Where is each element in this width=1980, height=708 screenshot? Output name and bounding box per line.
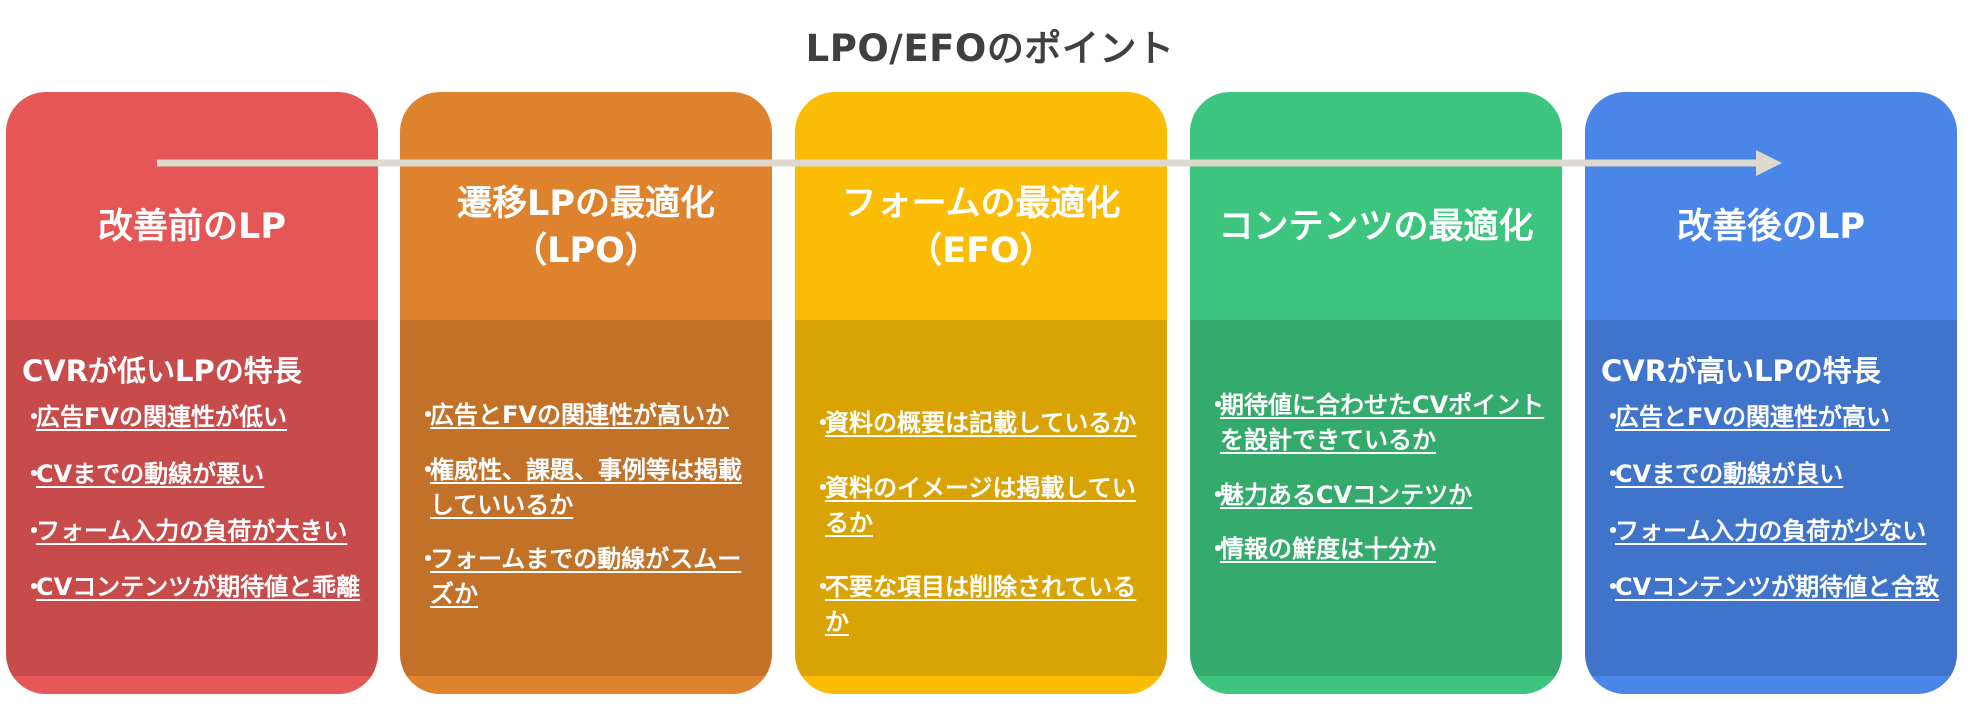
- list-item: ・資料の概要は記載しているか: [811, 406, 1157, 441]
- list-item: ・CVコンテンツが期待値と合致: [1601, 570, 1947, 605]
- column-before-lp: 改善前のLP CVRが低いLPの特長 ・広告FVの関連性が低い ・CVまでの動線…: [6, 92, 378, 694]
- column-body: ・広告とFVの関連性が高いか ・権威性、課題、事例等は掲載していいるか ・フォー…: [400, 320, 772, 676]
- bullet: ・: [22, 459, 46, 488]
- list-item-text[interactable]: 広告FVの関連性が低い: [36, 403, 287, 431]
- bullet: ・: [22, 516, 46, 545]
- column-heading-line: 改善後のLP: [1677, 207, 1865, 248]
- list-item: ・フォーム入力の負荷が大きい: [22, 514, 368, 549]
- column-contents: コンテンツの最適化 ・期待値に合わせたCVポイントを設計できているか ・魅力ある…: [1190, 92, 1562, 694]
- column-heading: コンテンツの最適化: [1190, 92, 1562, 320]
- bullet: ・: [1601, 403, 1625, 431]
- list-item-text[interactable]: 不要な項目は削除されているか: [825, 573, 1137, 637]
- list-item: ・広告FVの関連性が低い: [22, 400, 368, 435]
- list-item: ・フォーム入力の負荷が少ない: [1601, 514, 1947, 549]
- page-title: LPO/EFOのポイント: [805, 27, 1175, 70]
- column-heading: 改善前のLP: [6, 92, 378, 320]
- content-band: [795, 320, 1167, 676]
- bullet: ・: [1206, 480, 1230, 509]
- bullet: ・: [811, 409, 835, 437]
- list-item-text[interactable]: CVコンテンツが期待値と合致: [1615, 573, 1940, 602]
- list-item: ・CVまでの動線が悪い: [22, 457, 368, 492]
- bullet: ・: [416, 545, 440, 574]
- bullet: ・: [811, 573, 835, 602]
- list-item-text[interactable]: CVまでの動線が悪い: [36, 459, 265, 488]
- list-item-text[interactable]: 広告とFVの関連性が高い: [1615, 403, 1890, 431]
- list-item: ・期待値に合わせたCVポイントを設計できているか: [1206, 388, 1552, 458]
- list-item-text[interactable]: フォーム入力の負荷が少ない: [1615, 516, 1927, 545]
- list-item-text[interactable]: 資料の概要は記載しているか: [825, 409, 1137, 437]
- feature-heading: CVRが低いLPの特長: [22, 354, 302, 388]
- bullet: ・: [22, 403, 46, 431]
- content-band: [1585, 320, 1957, 676]
- column-heading: フォームの最適化 （EFO）: [795, 92, 1167, 320]
- column-after-lp: 改善後のLP CVRが高いLPの特長 ・広告とFVの関連性が高い ・CVまでの動…: [1585, 92, 1957, 694]
- bullet: ・: [811, 473, 835, 502]
- column-heading-line: （LPO）: [512, 231, 660, 271]
- list-item: ・広告とFVの関連性が高いか: [416, 398, 762, 433]
- column-heading: 改善後のLP: [1585, 92, 1957, 320]
- column-heading-line: 改善前のLP: [98, 207, 286, 248]
- column-heading-line: （EFO）: [907, 231, 1055, 271]
- column-heading-line: 遷移LPの最適化: [457, 183, 715, 224]
- list-item-text[interactable]: 期待値に合わせたCVポイントを設計できているか: [1220, 391, 1545, 454]
- list-item: ・CVまでの動線が良い: [1601, 457, 1947, 492]
- list-item: ・フォームまでの動線がスムーズか: [416, 542, 762, 612]
- feature-heading: CVRが高いLPの特長: [1601, 354, 1881, 388]
- list-item-text[interactable]: フォームまでの動線がスムーズか: [430, 545, 742, 609]
- list-item-text[interactable]: 情報の鮮度は十分か: [1220, 535, 1436, 564]
- bullet: ・: [416, 401, 440, 429]
- list-item: ・情報の鮮度は十分か: [1206, 532, 1552, 567]
- list-item: ・資料のイメージは掲載しているか: [811, 471, 1157, 541]
- list-item-text[interactable]: CVコンテンツが期待値と乖離: [36, 573, 361, 602]
- content-band: [6, 320, 378, 676]
- content-band: [1190, 320, 1562, 676]
- column-heading-line: フォームの最適化: [841, 183, 1121, 224]
- bullet: ・: [1206, 391, 1230, 419]
- column-body: ・期待値に合わせたCVポイントを設計できているか ・魅力あるCVコンテツか ・情…: [1190, 320, 1562, 676]
- list-item-text[interactable]: 資料のイメージは掲載しているか: [825, 473, 1136, 537]
- column-body: CVRが高いLPの特長 ・広告とFVの関連性が高い ・CVまでの動線が良い ・フ…: [1585, 320, 1957, 676]
- list-item-text[interactable]: フォーム入力の負荷が大きい: [36, 516, 348, 545]
- column-heading-line: コンテンツの最適化: [1218, 207, 1534, 248]
- list-item: ・不要な項目は削除されているか: [811, 570, 1157, 640]
- column-efo: フォームの最適化 （EFO） ・資料の概要は記載しているか ・資料のイメージは掲…: [795, 92, 1167, 694]
- bullet: ・: [416, 455, 440, 484]
- list-item: ・魅力あるCVコンテツか: [1206, 478, 1552, 513]
- list-item-text[interactable]: CVまでの動線が良い: [1615, 459, 1844, 488]
- list-item-text[interactable]: 権威性、課題、事例等は掲載していいるか: [430, 455, 742, 519]
- column-lpo: 遷移LPの最適化 （LPO） ・広告とFVの関連性が高いか ・権威性、課題、事例…: [400, 92, 772, 694]
- content-band: [400, 320, 772, 676]
- list-item: ・CVコンテンツが期待値と乖離: [22, 570, 368, 605]
- column-body: CVRが低いLPの特長 ・広告FVの関連性が低い ・CVまでの動線が悪い ・フォ…: [6, 320, 378, 676]
- list-item: ・権威性、課題、事例等は掲載していいるか: [416, 453, 762, 523]
- column-body: ・資料の概要は記載しているか ・資料のイメージは掲載しているか ・不要な項目は削…: [795, 320, 1167, 676]
- bullet: ・: [1601, 459, 1625, 488]
- list-item: ・広告とFVの関連性が高い: [1601, 400, 1947, 435]
- bullet: ・: [1601, 573, 1625, 602]
- bullet: ・: [22, 573, 46, 602]
- column-heading: 遷移LPの最適化 （LPO）: [400, 92, 772, 320]
- bullet: ・: [1601, 516, 1625, 545]
- list-item-text[interactable]: 魅力あるCVコンテツか: [1220, 480, 1473, 509]
- bullet: ・: [1206, 535, 1230, 564]
- list-item-text[interactable]: 広告とFVの関連性が高いか: [430, 401, 729, 429]
